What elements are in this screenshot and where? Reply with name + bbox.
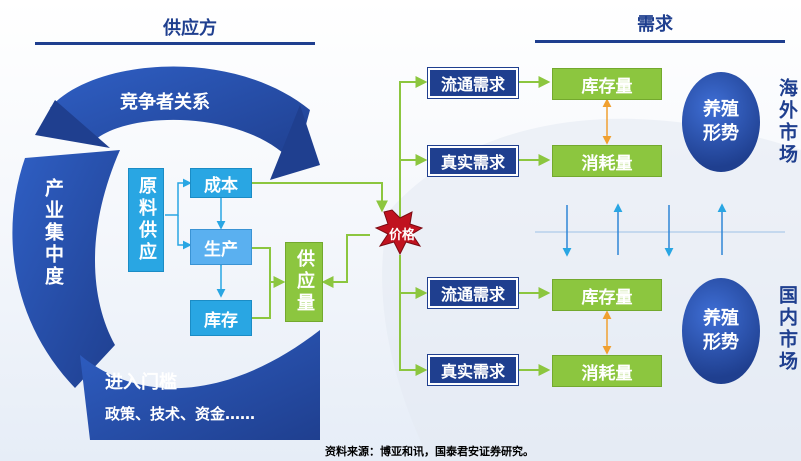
domestic-market-label: 国内市场: [776, 285, 798, 373]
raw-material-box: 原料供应: [128, 168, 164, 272]
domestic-stock: 库存量: [552, 279, 662, 311]
domestic-real-demand: 真实需求: [428, 355, 518, 385]
production-box: 生产: [190, 229, 252, 265]
domestic-consumption: 消耗量: [552, 355, 662, 387]
overseas-breeding-label: 养殖形势: [703, 99, 739, 144]
overseas-breeding-oval: 养殖形势: [682, 72, 760, 172]
domestic-breeding-oval: 养殖形势: [682, 278, 760, 384]
overseas-real-demand: 真实需求: [428, 146, 518, 176]
overseas-circulation-demand: 流通需求: [428, 68, 518, 98]
overseas-market-label: 海外市场: [776, 78, 798, 166]
cost-box: 成本: [190, 168, 252, 198]
competition-arc-tip: [270, 105, 320, 180]
demand-header-title: 需求: [637, 14, 673, 35]
concentration-arc: [12, 150, 120, 388]
price-star-shape: [374, 209, 424, 256]
entry-barrier-label: 进入门槛: [105, 372, 177, 393]
inventory-box: 库存: [190, 300, 252, 336]
entry-barrier-detail: 政策、技术、资金……: [105, 405, 256, 423]
demand-header-line: [535, 40, 785, 43]
supply-header-line: [35, 42, 315, 45]
price-label: 价格: [388, 228, 415, 243]
entry-barrier-arc: [80, 330, 320, 440]
domestic-breeding-label: 养殖形势: [703, 308, 739, 353]
source-note: 资料来源：博亚和讯，国泰君安证券研究。: [325, 445, 534, 458]
overseas-stock: 库存量: [552, 68, 662, 100]
concentration-arc-tip: [35, 100, 110, 148]
overseas-consumption: 消耗量: [552, 145, 662, 177]
domestic-circulation-demand: 流通需求: [428, 278, 518, 308]
competition-arc: [50, 66, 310, 165]
supply-volume-box: 供应量: [285, 242, 323, 322]
competition-label: 竞争者关系: [120, 92, 210, 113]
supply-header-title: 供应方: [163, 18, 217, 39]
concentration-label: 产业集中度: [42, 178, 64, 288]
